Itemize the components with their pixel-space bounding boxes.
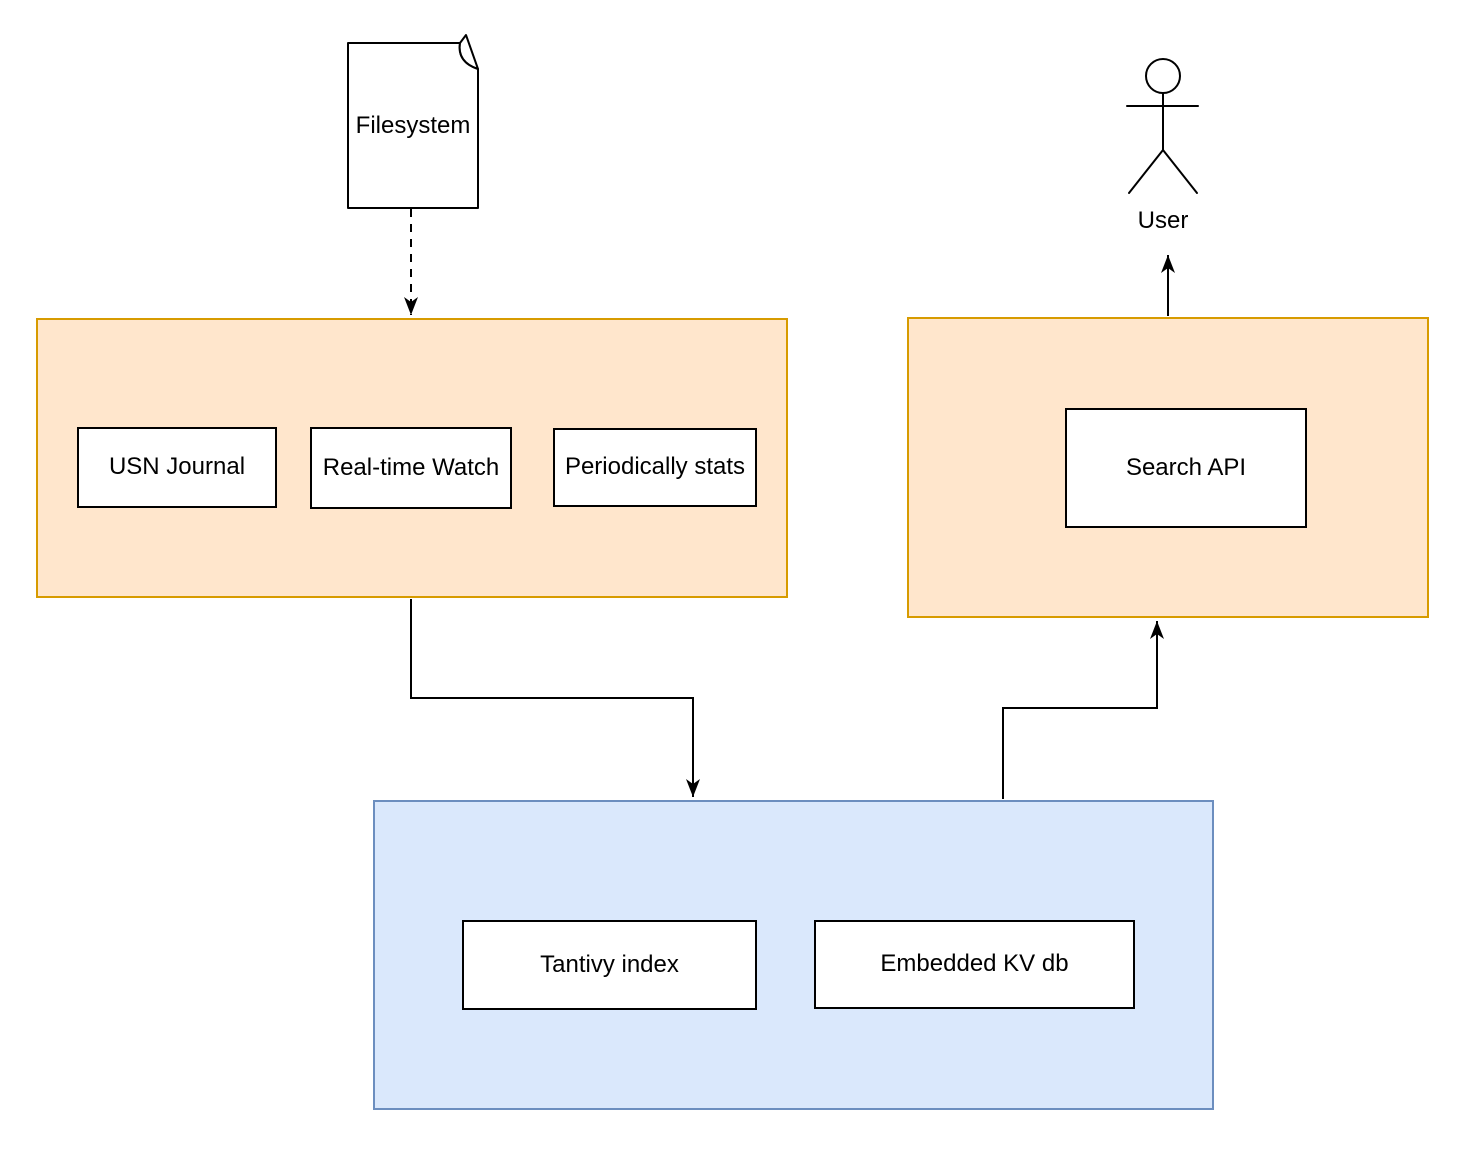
document-page [347,42,479,209]
edge-watchers-to-storage [410,599,700,797]
node-periodically-stats: Periodically stats [553,428,757,507]
realtime-watch-label: Real-time Watch [322,453,500,481]
embedded-kv-db-label: Embedded KV db [880,950,1069,978]
user-label: User [1137,207,1189,234]
edge-storage-to-search [1002,621,1164,799]
filesystem-label: Filesystem [355,111,471,139]
filesystem-document-shape [347,34,479,209]
periodically-stats-label: Periodically stats [564,453,746,481]
document-folded-corner-icon [458,34,479,70]
group-storage: Tantivy index Embedded KV db [373,800,1214,1110]
node-realtime-watch: Real-time Watch [310,427,512,509]
node-embedded-kv-db: Embedded KV db [814,920,1135,1009]
node-tantivy-index: Tantivy index [462,920,757,1010]
user-actor-icon [1126,58,1199,194]
node-usn-journal: USN Journal [77,427,277,508]
search-api-label: Search API [1125,453,1247,481]
tantivy-index-label: Tantivy index [540,950,679,978]
group-search: Search API [907,317,1429,618]
usn-journal-label: USN Journal [108,453,246,481]
node-search-api: Search API [1065,408,1307,528]
group-file-watchers: USN Journal Real-time Watch Periodically… [36,318,788,598]
